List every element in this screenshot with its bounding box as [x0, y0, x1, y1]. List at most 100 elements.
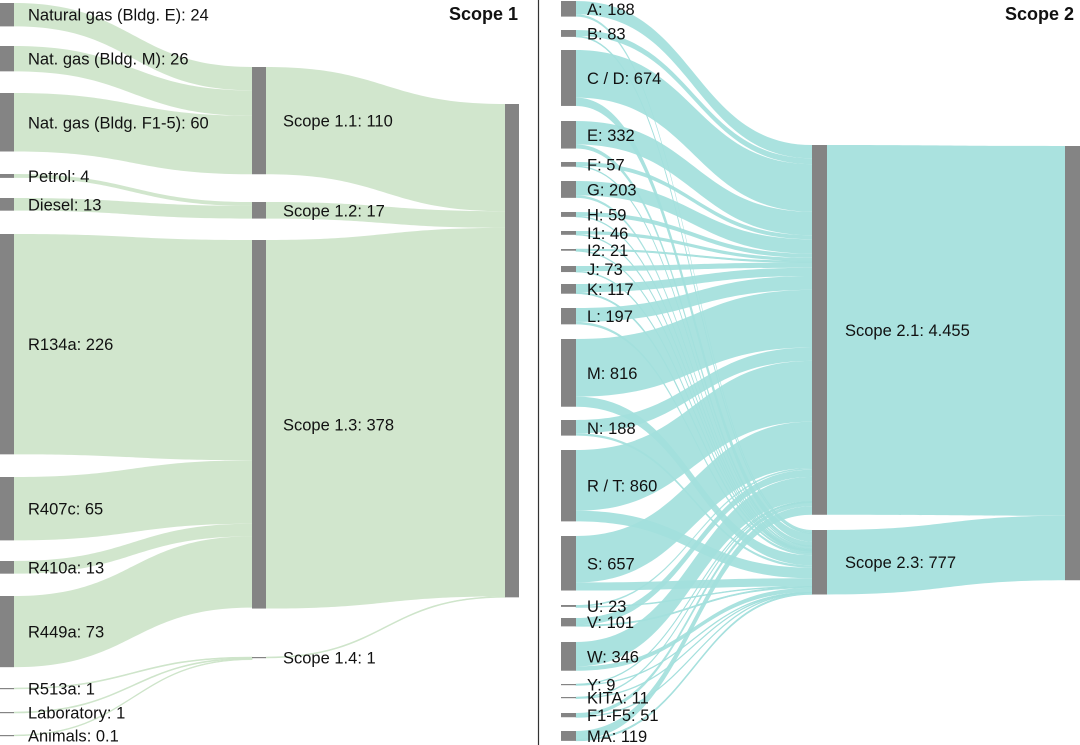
label-separator: :	[600, 181, 609, 199]
node-label: S	[587, 555, 598, 573]
label-A: A: 188	[587, 1, 635, 19]
node-label: E	[587, 127, 598, 145]
label-s13: Scope 1.3: 378	[283, 416, 394, 434]
label-separator: :	[181, 7, 190, 25]
flow-s23-s2	[827, 515, 1065, 595]
node-label: K	[587, 281, 598, 299]
node-label: KITA	[587, 690, 622, 708]
label-separator: :	[601, 242, 610, 260]
node-label: Scope 1.4	[283, 650, 357, 668]
node-r449a	[0, 596, 14, 668]
node-value: 110	[366, 113, 392, 131]
flow-diesel-s12	[14, 198, 252, 219]
label-animals: Animals: 0.1	[28, 728, 119, 745]
flow-H-s21	[576, 212, 812, 258]
label-RT: R / T: 860	[587, 478, 657, 496]
label-separator: :	[598, 281, 607, 299]
node-value: 13	[86, 559, 104, 577]
label-E: E: 332	[587, 127, 635, 145]
label-separator: :	[598, 555, 607, 573]
node-W	[561, 642, 576, 671]
node-label: R134a	[28, 336, 77, 354]
flow-J-s21	[576, 262, 812, 272]
node-label: W	[587, 648, 603, 666]
node-value: 1	[366, 650, 375, 668]
flow-r410a-s13	[14, 523, 252, 574]
flow-s21-s2	[827, 145, 1065, 516]
node-N	[561, 420, 576, 436]
node-G	[561, 181, 576, 198]
node-label: R410a	[28, 559, 77, 577]
label-r513a: R513a: 1	[28, 681, 95, 699]
label-separator: :	[598, 127, 607, 145]
node-ng_f	[0, 93, 14, 152]
label-W: W: 346	[587, 648, 639, 666]
node-label: Scope 1.1	[283, 113, 357, 131]
label-separator: :	[622, 690, 631, 708]
node-F	[561, 162, 576, 167]
node-value: 346	[611, 648, 639, 666]
label-separator: :	[598, 1, 607, 19]
node-label: R449a	[28, 624, 77, 642]
node-label: Scope 2.3	[845, 554, 919, 572]
flow-B-s21	[576, 30, 812, 165]
flow-S-s21	[576, 421, 812, 583]
node-value: 73	[86, 624, 104, 642]
flows	[13, 1, 1065, 742]
node-label: L	[587, 308, 596, 326]
node-J	[561, 266, 576, 273]
node-value: 57	[606, 156, 624, 174]
node-label: Y	[587, 677, 598, 695]
label-separator: :	[601, 225, 610, 243]
flow-MA-s21	[576, 506, 812, 740]
node-value: 674	[634, 70, 662, 88]
label-B: B: 83	[587, 25, 626, 43]
node-label: R / T	[587, 478, 622, 496]
flow-s13-s1	[266, 227, 505, 609]
flow-G-s23	[576, 195, 812, 549]
label-MA: MA: 119	[587, 728, 647, 745]
node-label: M	[587, 365, 601, 383]
flow-r449a-s13	[14, 536, 252, 668]
flow-ng_e-s11	[14, 3, 252, 91]
label-F: F: 57	[587, 156, 625, 174]
node-value: 60	[190, 114, 208, 132]
flow-F1F5-s21	[576, 502, 812, 717]
label-separator: :	[919, 554, 928, 572]
node-label: I1	[587, 225, 601, 243]
node-value: 21	[610, 242, 628, 260]
label-separator: :	[107, 705, 116, 723]
node-label: C / D	[587, 70, 625, 88]
label-G: G: 203	[587, 181, 637, 199]
label-separator: :	[71, 168, 80, 186]
node-label: H	[587, 206, 599, 224]
node-label: B	[587, 25, 598, 43]
node-value: 13	[83, 196, 101, 214]
node-M	[561, 339, 576, 407]
node-value: 332	[607, 127, 635, 145]
node-B	[561, 30, 576, 37]
node-label: R513a	[28, 681, 77, 699]
node-value: 101	[607, 614, 635, 632]
label-separator: :	[597, 677, 606, 695]
node-r134a	[0, 234, 14, 455]
node-value: 24	[190, 7, 208, 25]
node-label: N	[587, 420, 599, 438]
label-separator: :	[596, 308, 605, 326]
node-value: 83	[607, 25, 625, 43]
scope1-title: Scope 1	[449, 4, 518, 24]
label-separator: :	[598, 25, 607, 43]
node-lab	[0, 712, 14, 714]
node-animals	[0, 735, 14, 737]
node-label: F	[587, 156, 597, 174]
label-separator: :	[599, 598, 608, 616]
node-s13	[252, 240, 266, 609]
label-separator: :	[77, 336, 86, 354]
label-separator: :	[595, 261, 604, 279]
flow-N-s21	[576, 347, 812, 434]
node-L	[561, 308, 576, 325]
label-separator: :	[77, 681, 86, 699]
node-label: Animals	[28, 728, 87, 745]
node-U	[561, 605, 576, 607]
node-petrol	[0, 174, 14, 178]
